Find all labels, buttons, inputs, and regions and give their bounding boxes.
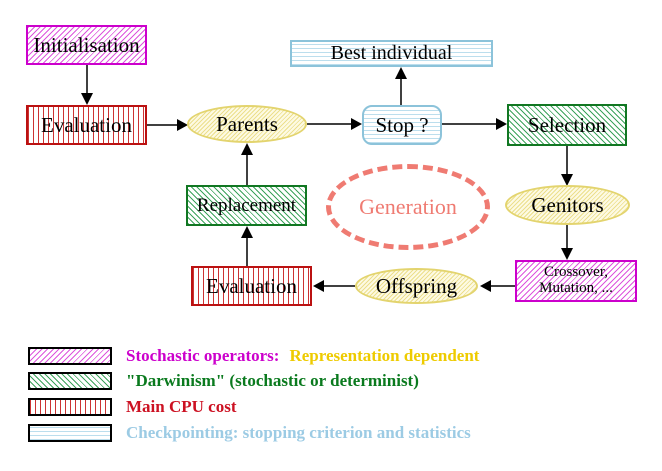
arrow-selection-to-genitors: [561, 146, 573, 186]
arrow-evaluation-to-parents: [147, 119, 188, 131]
node-initialisation-label: Initialisation: [33, 32, 140, 57]
node-stop-label: Stop ?: [375, 112, 429, 137]
legend-swatch-cyan-stripe: [28, 424, 112, 442]
legend-row-main-cpu-cost: Main CPU cost: [28, 397, 237, 416]
arrow-parents-to-stop: [307, 118, 362, 130]
legend-swatch-green-hatch: [28, 372, 112, 390]
legend-row-checkpointing: Checkpointing: stopping criterion and st…: [28, 423, 471, 442]
arrow-stop-to-best-individual: [395, 67, 407, 105]
node-parents: Parents: [187, 105, 307, 143]
legend-label-main-cpu-cost: Main CPU cost: [126, 397, 237, 416]
node-genitors: Genitors: [505, 185, 630, 225]
node-stop: Stop ?: [362, 105, 442, 145]
arrow-offspring-to-evaluation: [313, 280, 355, 292]
node-generation: Generation: [326, 164, 490, 250]
node-best-individual-label: Best individual: [330, 42, 453, 64]
arrow-evaluation-to-replacement: [241, 226, 253, 266]
legend-row-stochastic-operators: Stochastic operators: Representation dep…: [28, 346, 480, 365]
node-evaluation-bottom: Evaluation: [191, 266, 312, 306]
node-genitors-label: Genitors: [531, 192, 604, 217]
node-replacement: Replacement: [186, 185, 307, 226]
node-offspring-label: Offspring: [375, 273, 458, 298]
node-evaluation-top-label: Evaluation: [41, 112, 132, 137]
legend-label-representation-dependent: Representation dependent: [289, 346, 480, 365]
node-crossover-line2: Mutation, ...: [539, 280, 613, 296]
node-best-individual: Best individual: [290, 40, 493, 67]
node-selection: Selection: [507, 104, 627, 146]
legend-label-checkpointing: Checkpointing: stopping criterion and st…: [126, 423, 471, 442]
node-evaluation-top: Evaluation: [26, 105, 147, 145]
legend-swatch-magenta-hatch: [28, 347, 112, 365]
arrow-initialisation-to-evaluation: [81, 65, 93, 105]
node-generation-label: Generation: [359, 194, 457, 219]
arrow-crossover-to-offspring: [480, 280, 515, 292]
node-offspring: Offspring: [355, 268, 478, 304]
legend-label-darwinism: "Darwinism" (stochastic or determinist): [126, 371, 419, 390]
arrow-replacement-to-parents: [241, 143, 253, 185]
node-crossover-mutation: Crossover, Mutation, ...: [515, 260, 637, 302]
legend-label-stochastic-operators: Stochastic operators:: [126, 346, 280, 365]
arrow-stop-to-selection: [442, 118, 507, 130]
node-crossover-line1: Crossover,: [544, 264, 608, 281]
legend-swatch-red-stripe: [28, 398, 112, 416]
node-parents-label: Parents: [216, 111, 278, 136]
arrow-genitors-to-crossover: [561, 225, 573, 260]
node-initialisation: Initialisation: [26, 25, 147, 65]
node-replacement-label: Replacement: [196, 194, 297, 216]
node-evaluation-bottom-label: Evaluation: [206, 273, 297, 298]
legend-row-darwinism: "Darwinism" (stochastic or determinist): [28, 371, 419, 390]
node-selection-label: Selection: [527, 112, 607, 137]
